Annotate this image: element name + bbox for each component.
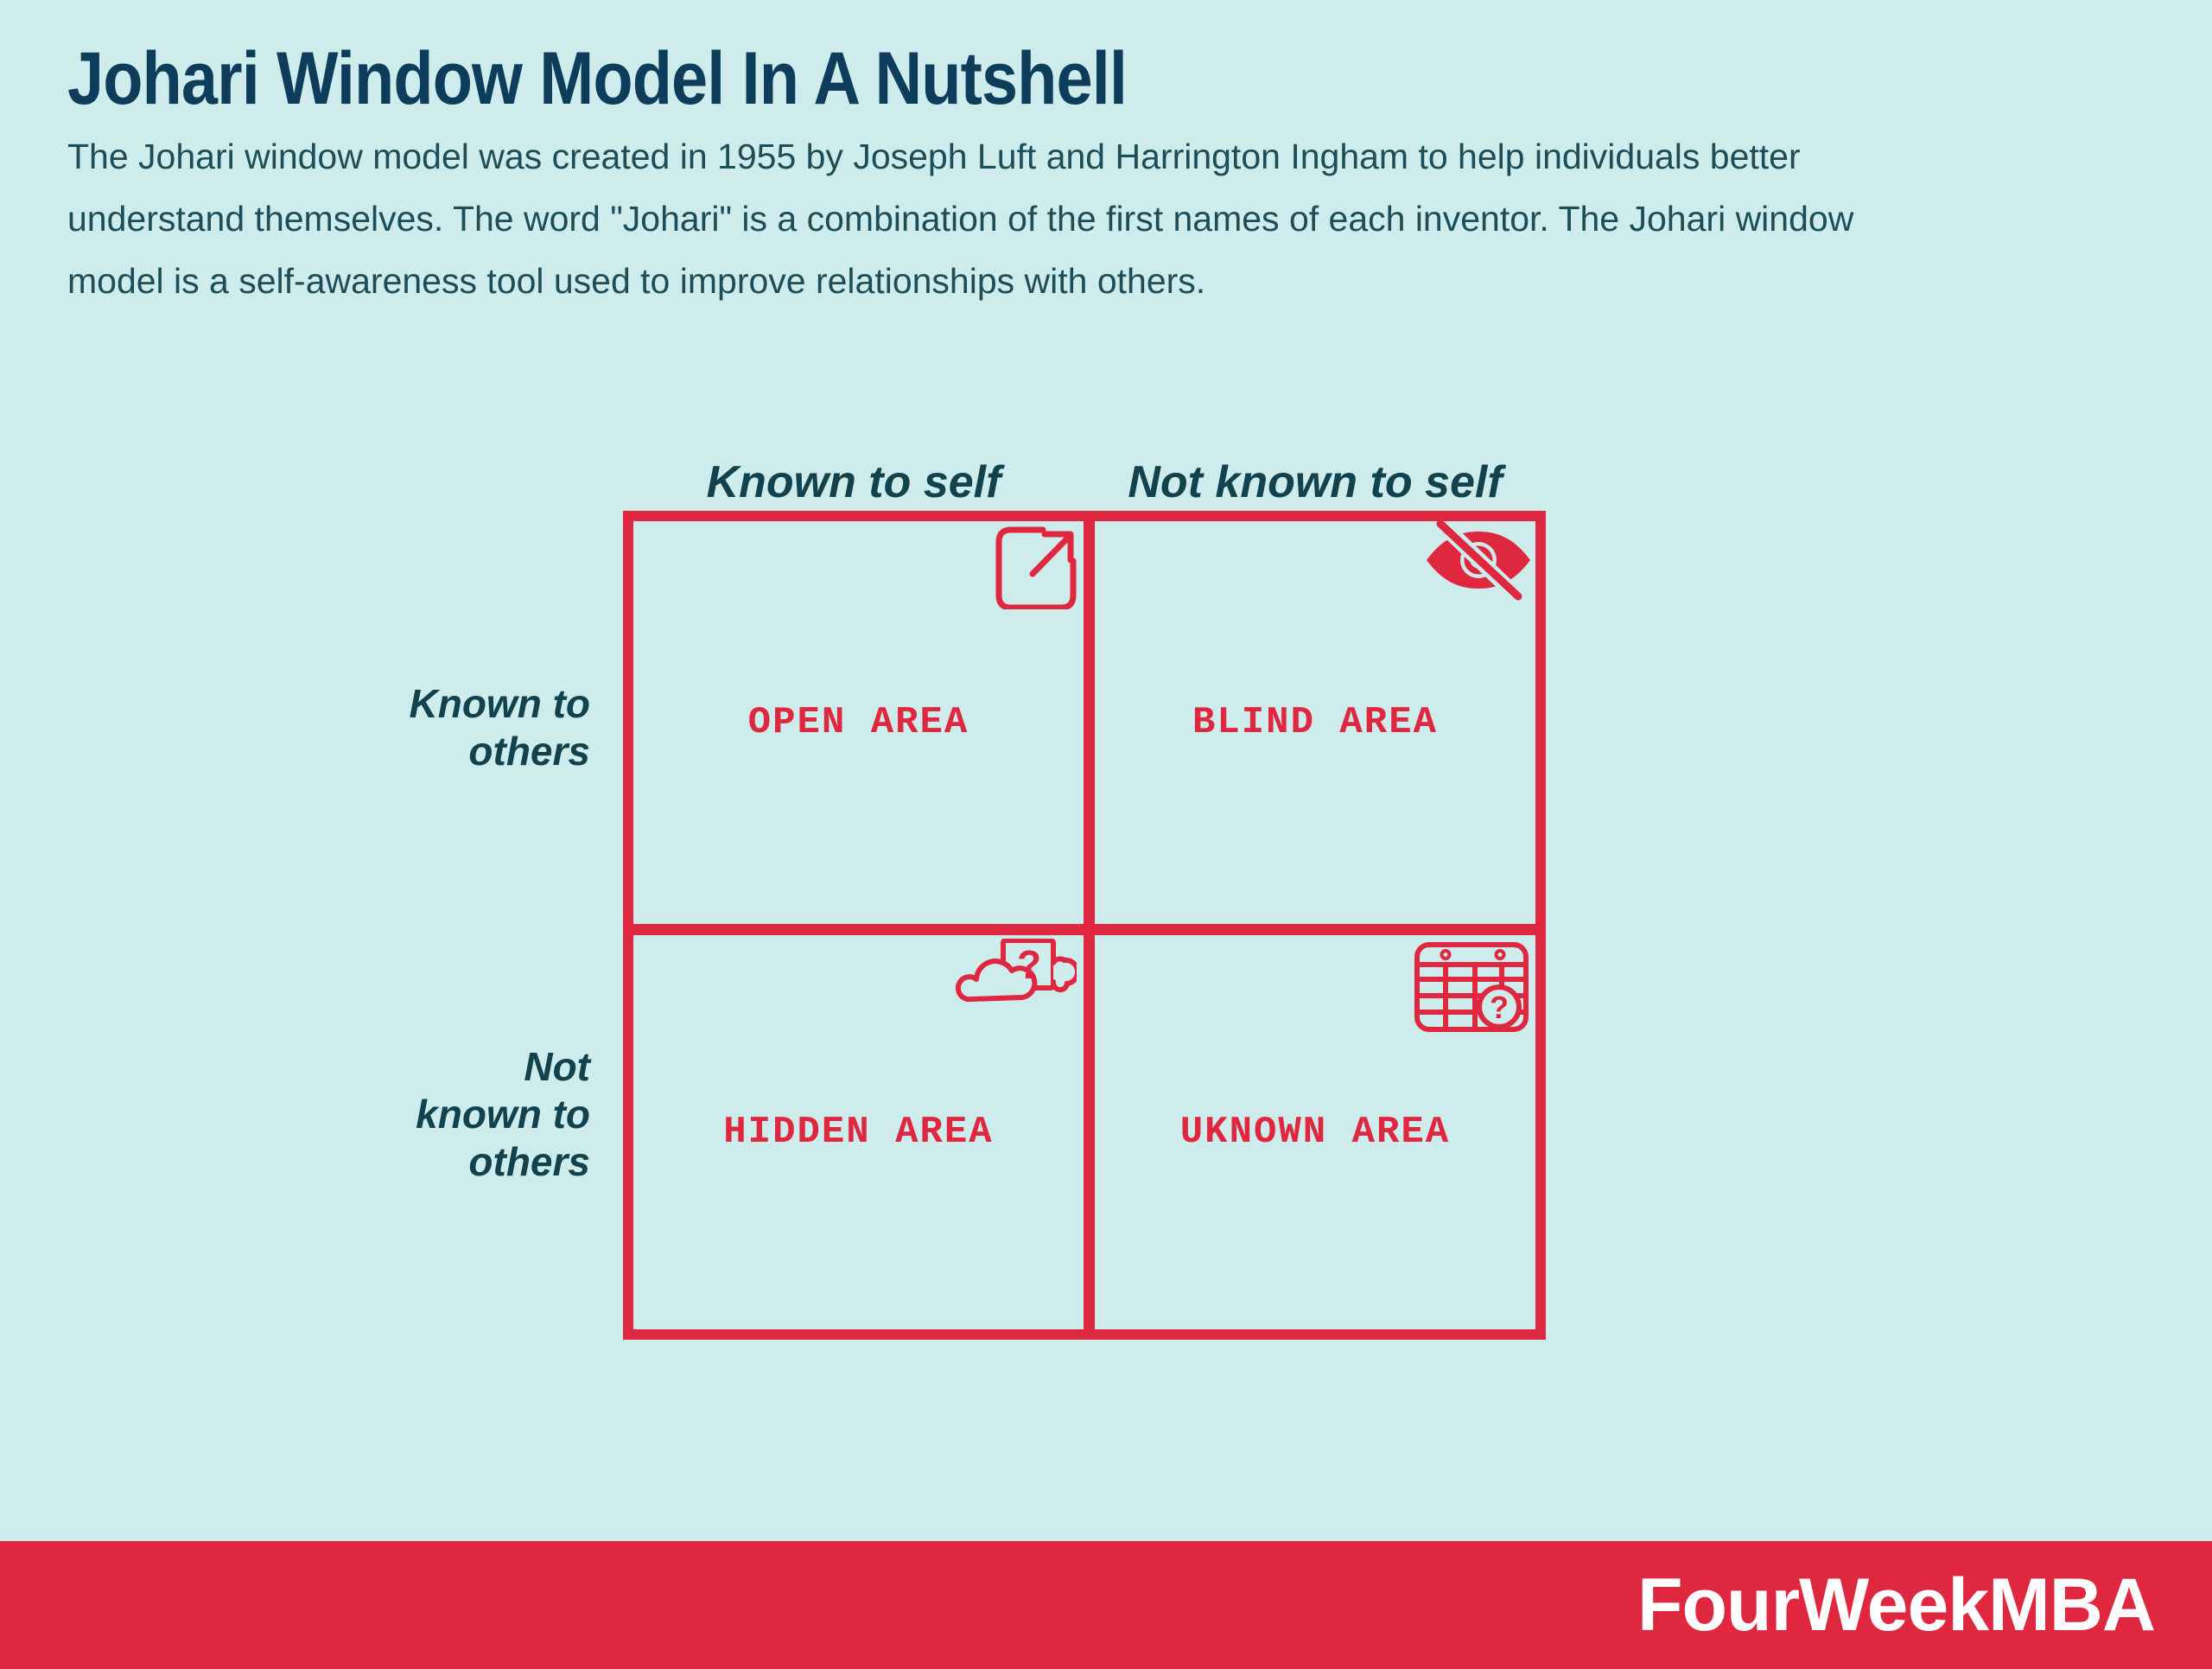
quadrant-blind-area: BLIND AREA <box>1095 521 1535 924</box>
page-description: The Johari window model was created in 1… <box>67 137 1854 301</box>
quadrant-label-unknown-area: UKNOWN AREA <box>1179 1111 1451 1154</box>
svg-text:?: ? <box>1490 990 1509 1025</box>
cloud-question-icon: ? <box>956 939 1077 1003</box>
quadrant-label-hidden-area: HIDDEN AREA <box>723 1111 994 1154</box>
footer-bar: FourWeekMBA <box>0 1541 2212 1669</box>
quadrant-hidden-area: ? HIDDEN AREA <box>633 935 1084 1329</box>
quadrant-unknown-area: ? UKNOWN AREA <box>1095 935 1535 1329</box>
grid-horizontal-divider <box>633 924 1535 935</box>
johari-window-grid: OPEN AREA BLIND AREA ? HIDDEN AREA <box>623 511 1546 1340</box>
row-label-not-known-to-others: Not known to others <box>416 1044 590 1184</box>
eye-off-icon <box>1427 521 1530 604</box>
quadrant-open-area: OPEN AREA <box>633 521 1084 924</box>
page-title: Johari Window Model In A Nutshell <box>67 37 1128 120</box>
svg-text:?: ? <box>1017 942 1041 987</box>
external-link-icon <box>995 526 1077 609</box>
brand-logo-text: FourWeekMBA <box>1637 1564 2156 1647</box>
calendar-question-icon: ? <box>1414 942 1529 1032</box>
column-label-not-known-to-self: Not known to self <box>1128 457 1503 507</box>
quadrant-label-open-area: OPEN AREA <box>747 701 969 744</box>
quadrant-label-blind-area: BLIND AREA <box>1192 701 1439 744</box>
row-label-known-to-others: Known to others <box>409 681 591 774</box>
column-label-known-to-self: Known to self <box>706 457 1001 507</box>
